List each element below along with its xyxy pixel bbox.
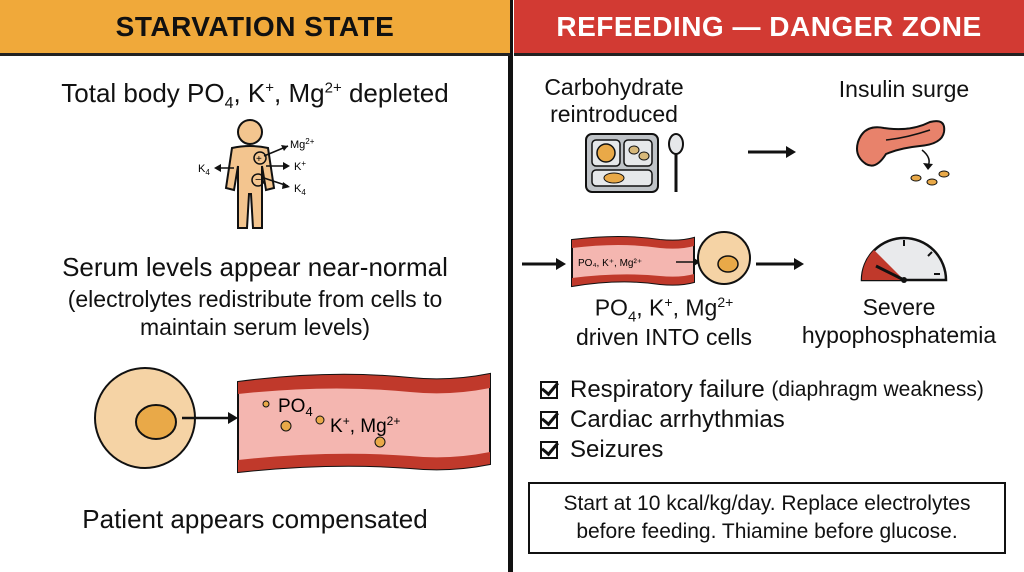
hypophosphatemia-text: hypophosphatemia: [801, 322, 997, 348]
gauge-icon: [860, 236, 948, 283]
guidance-line2: before feeding. Thiamine before glucose.: [576, 520, 958, 543]
severe-text: Severe: [862, 294, 936, 320]
driven-into-cells-line2: driven INTO cells: [576, 324, 752, 350]
carb-text-line1: Carbohydrate: [544, 74, 684, 100]
check-item-seizures: Seizures: [540, 436, 663, 464]
redistribute-text-line1: (electrolytes redistribute from cells to: [67, 286, 443, 312]
vessel-wall-bottom: [238, 452, 490, 472]
vessel-cell-icon: PO₄, K⁺, Mg²⁺: [571, 231, 751, 288]
compensated-text: Patient appears compensated: [82, 504, 428, 534]
svg-text:−: −: [255, 174, 261, 186]
checkbox-checked-icon: [540, 441, 558, 459]
svg-text:K+, Mg2+: K+, Mg2+: [330, 414, 400, 437]
minus-ion-mark: [251, 173, 265, 187]
body-figure-icon: + − Mg2+ K+ K4 K4: [198, 119, 315, 229]
arrow-to-insulin: [748, 146, 796, 158]
panel-divider: [508, 0, 513, 572]
arrow-to-gauge: [756, 258, 804, 270]
svg-text:PO₄, K⁺, Mg²⁺: PO₄, K⁺, Mg²⁺: [578, 258, 642, 269]
cell-to-vessel-illustration: PO4 K+, Mg2+: [94, 367, 491, 474]
plus-ion-mark: [253, 151, 267, 165]
svg-text:K+: K+: [294, 159, 306, 173]
check-item-cardiac: Cardiac arrhythmias: [540, 406, 785, 434]
carb-text-line2: reintroduced: [550, 101, 678, 127]
svg-text:Mg2+: Mg2+: [290, 137, 315, 151]
refeeding-header: REFEEDING — DANGER ZONE: [514, 0, 1024, 56]
svg-text:PO4: PO4: [278, 396, 313, 419]
redistribute-text-line2: maintain serum levels): [139, 314, 371, 340]
check-item-respiratory: Respiratory failure (diaphragm weakness): [540, 376, 984, 404]
refeeding-panel: REFEEDING — DANGER ZONE Carbohydrate rei…: [514, 0, 1024, 572]
insulin-surge-text: Insulin surge: [838, 76, 970, 102]
starvation-header: STARVATION STATE: [0, 0, 510, 56]
total-body-depleted-text: Total body PO4, K+, Mg2+ depleted: [61, 78, 449, 113]
pancreas-icon: [856, 120, 950, 186]
svg-text:K4: K4: [198, 163, 210, 177]
starvation-panel: STARVATION STATE Total body PO4, K+, Mg2…: [0, 0, 510, 572]
food-tray-icon: [585, 133, 684, 193]
driven-into-cells-line1: PO4, K+, Mg2+: [594, 294, 734, 326]
vessel-wall-top: [238, 374, 490, 394]
torso-shape: [224, 145, 276, 229]
serum-levels-text: Serum levels appear near-normal: [62, 252, 448, 282]
svg-text:K4: K4: [294, 183, 306, 197]
arrow-into-vessel: [522, 258, 566, 270]
checkbox-checked-icon: [540, 411, 558, 429]
checkbox-checked-icon: [540, 381, 558, 399]
head-shape: [237, 119, 263, 145]
nucleus-shape: [135, 404, 177, 440]
svg-text:+: +: [256, 154, 262, 165]
guidance-line1: Start at 10 kcal/kg/day. Replace electro…: [563, 492, 971, 515]
guidance-note-box: Start at 10 kcal/kg/day. Replace electro…: [528, 482, 1006, 554]
